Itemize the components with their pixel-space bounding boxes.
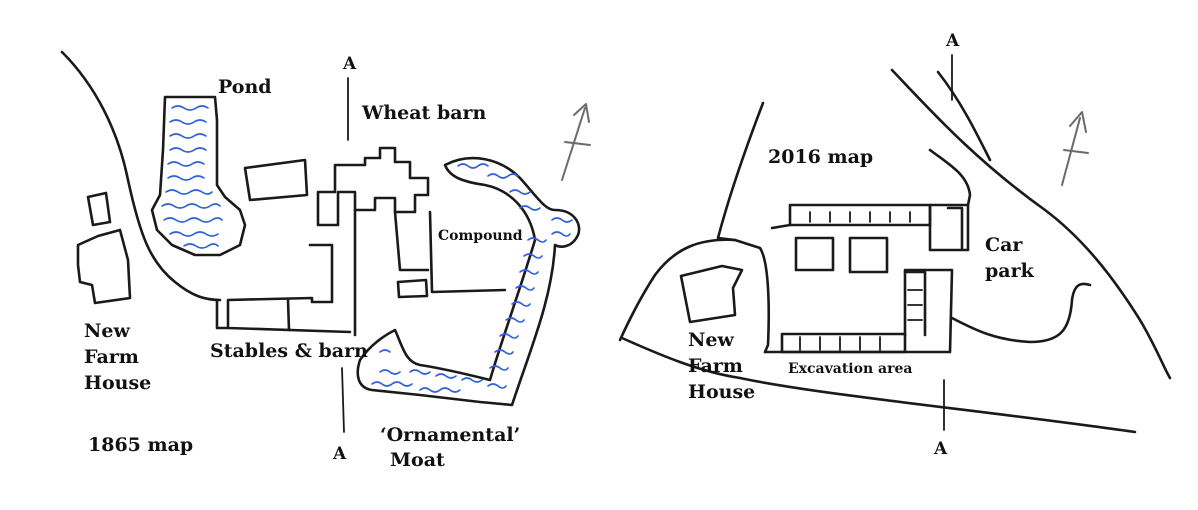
section-line-bottom-1865 xyxy=(341,367,345,433)
new-farm-house-label-2: Farm xyxy=(84,346,139,368)
excavation-area-label: Excavation area xyxy=(788,361,912,377)
building-south-bays xyxy=(799,336,881,351)
new-farm-house-2016-label-3: House xyxy=(688,381,755,403)
site-enclosure-2016 xyxy=(618,223,792,354)
pond-water xyxy=(161,105,223,249)
section-a-top-1865: A xyxy=(342,54,357,74)
barn-rectangle xyxy=(243,158,309,202)
compound-label: Compound xyxy=(438,228,523,244)
wheat-barn-label: Wheat barn xyxy=(361,102,487,124)
park-label: park xyxy=(985,260,1035,282)
new-farm-house-building-2016 xyxy=(679,264,744,324)
new-farm-house-2016-label-2: Farm xyxy=(688,355,743,377)
moat xyxy=(356,156,581,407)
building-row-north xyxy=(788,203,932,227)
small-shed xyxy=(396,278,429,299)
stables-divider xyxy=(215,298,291,332)
new-farm-house-label-3: House xyxy=(84,372,151,394)
building-east-inner xyxy=(946,206,964,250)
road-1865 xyxy=(60,50,222,302)
wheat-barn-complex xyxy=(316,146,430,227)
road-diagonal-2016 xyxy=(890,68,1172,380)
building-row-north-bays xyxy=(809,211,911,223)
building-east-range-bays xyxy=(907,289,923,321)
north-arrow-2016 xyxy=(1061,111,1089,186)
building-east-tall xyxy=(928,203,970,252)
field-boundary xyxy=(716,101,765,242)
map-1865: Pond Wheat barn Compound New Farm House … xyxy=(60,50,591,471)
road-south-2016 xyxy=(620,336,1137,434)
car-park-outline xyxy=(950,282,1092,344)
moat-label: Moat xyxy=(390,449,445,471)
building-south-range xyxy=(780,332,907,354)
stables-barn-label: Stables & barn xyxy=(210,340,368,362)
north-arrow-1865 xyxy=(561,103,591,181)
ornamental-label: ‘Ornamental’ xyxy=(380,424,520,446)
new-farm-house-2016-label-1: New xyxy=(688,329,734,351)
map-2016: 2016 map Car park New Farm House Excavat… xyxy=(618,31,1172,459)
stables-block xyxy=(226,243,352,334)
section-a-bottom-2016: A xyxy=(933,439,948,459)
compound-inner xyxy=(353,208,430,337)
section-a-top-2016: A xyxy=(945,31,960,51)
building-east-range xyxy=(903,270,927,337)
moat-water xyxy=(371,163,573,393)
new-farm-house-building-1865 xyxy=(76,228,132,305)
compound-walls xyxy=(428,210,507,294)
map-1865-title: 1865 map xyxy=(88,434,193,456)
small-outbuilding xyxy=(86,191,112,227)
square-building-west xyxy=(794,236,835,272)
north-boundary xyxy=(928,148,972,207)
square-building-east xyxy=(848,236,889,274)
new-farm-house-label-1: New xyxy=(84,320,130,342)
road-inner-2016 xyxy=(936,70,992,162)
section-a-bottom-1865: A xyxy=(332,444,347,464)
map-2016-title: 2016 map xyxy=(768,146,873,168)
car-label: Car xyxy=(985,234,1023,256)
pond-label: Pond xyxy=(218,76,272,98)
